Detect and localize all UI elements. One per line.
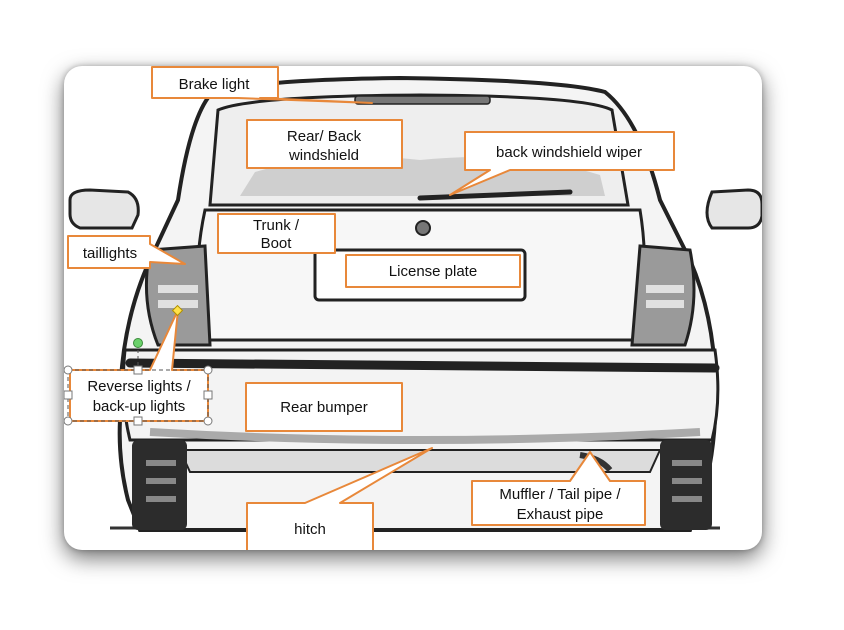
label-rear-bumper: Rear bumper <box>280 399 368 416</box>
resize-handle[interactable] <box>64 390 73 400</box>
label-wiper: back windshield wiper <box>496 144 642 161</box>
label-hitch: hitch <box>294 521 326 538</box>
left-taillight-stripe <box>158 300 198 308</box>
label-reverse-1: Reverse lights / <box>87 378 191 395</box>
brand-badge <box>415 220 431 236</box>
callout-wiper <box>449 131 675 196</box>
right-mirror <box>705 188 762 230</box>
left-mirror <box>68 188 140 230</box>
brake-light-strip <box>354 95 491 105</box>
left-tire <box>132 440 187 530</box>
left-taillight-stripe <box>158 285 198 293</box>
resize-handle[interactable] <box>203 365 213 375</box>
right-tire <box>660 440 712 530</box>
label-trunk-2: Boot <box>261 235 293 252</box>
label-muffler-2: Exhaust pipe <box>517 506 604 523</box>
resize-handle[interactable] <box>64 365 73 375</box>
right-taillight-stripe <box>646 300 684 308</box>
callout-rear-bumper <box>245 382 403 432</box>
callout-brake-light <box>151 66 373 104</box>
right-taillight <box>630 244 696 347</box>
callout-trunk <box>217 213 336 254</box>
car-rear-diagram: Brake light Rear/ Back windshield back w… <box>64 66 762 550</box>
label-reverse-2: back-up lights <box>93 398 186 415</box>
diagram-card: Brake light Rear/ Back windshield back w… <box>64 66 762 550</box>
callout-license-plate <box>345 254 521 288</box>
wiper-blade <box>417 189 573 201</box>
label-brake-light: Brake light <box>179 76 251 93</box>
bumper-strip <box>125 358 720 373</box>
label-trunk-1: Trunk / <box>253 217 300 234</box>
left-tire-tread <box>146 478 176 484</box>
label-taillights: taillights <box>83 245 137 262</box>
right-tire-tread <box>672 460 702 466</box>
resize-handle[interactable] <box>133 416 143 426</box>
label-rear-windshield-1: Rear/ Back <box>287 128 362 145</box>
left-tire-tread <box>146 496 176 502</box>
left-tire-tread <box>146 460 176 466</box>
resize-handle[interactable] <box>64 416 73 426</box>
right-taillight-stripe <box>646 285 684 293</box>
resize-handle[interactable] <box>133 365 143 375</box>
exhaust-pipe <box>579 452 613 473</box>
resize-handle[interactable] <box>203 416 213 426</box>
label-license-plate: License plate <box>389 263 477 280</box>
label-rear-windshield-2: windshield <box>288 147 359 164</box>
callout-hitch <box>246 447 433 550</box>
right-tire-tread <box>672 478 702 484</box>
resize-handle[interactable] <box>203 390 213 400</box>
callout-rear-windshield <box>246 119 403 169</box>
bumper-shade <box>149 428 701 444</box>
label-muffler-1: Muffler / Tail pipe / <box>499 486 621 503</box>
callout-taillights <box>67 235 186 269</box>
callout-muffler <box>471 451 646 526</box>
right-tire-tread <box>672 496 702 502</box>
rotate-handle[interactable] <box>133 338 143 348</box>
adjust-handle[interactable] <box>171 304 184 317</box>
selection-frame <box>64 304 213 426</box>
